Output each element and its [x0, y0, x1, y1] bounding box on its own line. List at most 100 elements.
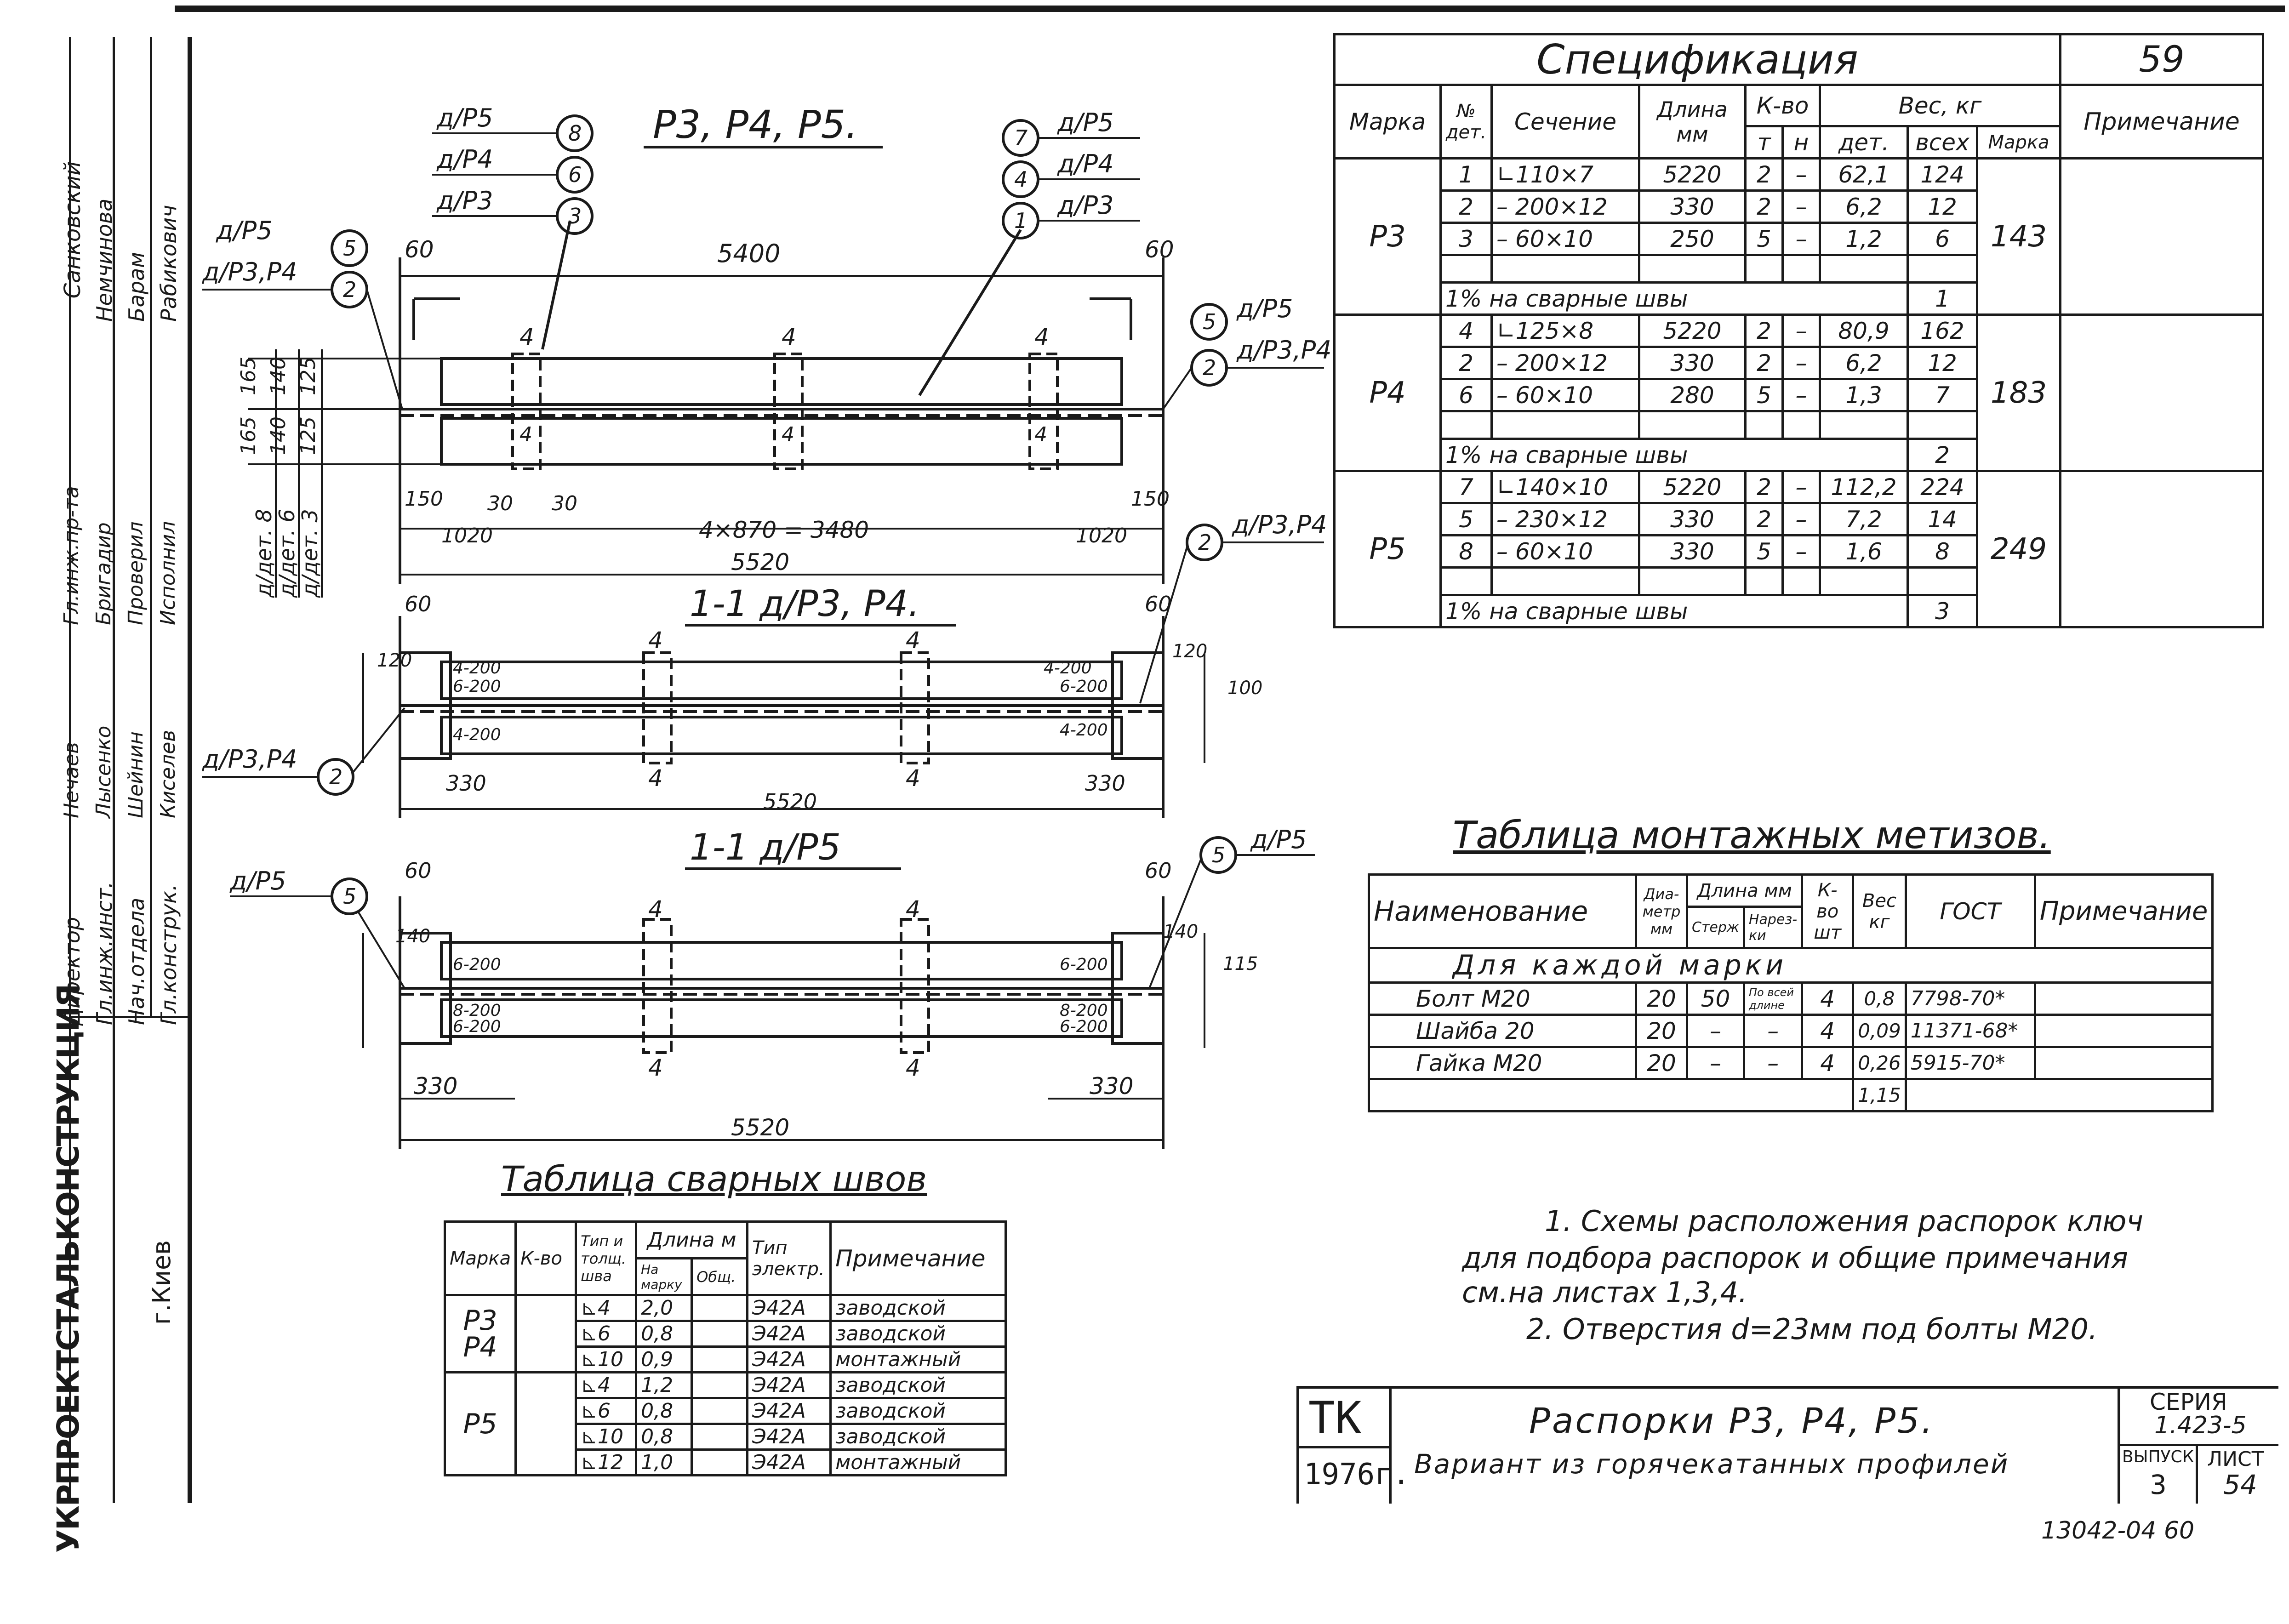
metiz-row-qty: 4	[1801, 1046, 1855, 1080]
welds-cell: ⊾10	[575, 1423, 638, 1451]
weld-6-200-c: 6-200	[453, 955, 501, 974]
metiz-row-w: 0,8	[1852, 981, 1907, 1016]
left-strip	[69, 37, 192, 1503]
spec-block: Спецификация 59 Марка № дет. Сечение Дли…	[1333, 33, 2264, 628]
spec-p3-note	[2059, 157, 2264, 316]
spec-cell: 8	[1907, 534, 1978, 569]
top-border	[175, 6, 2285, 12]
welds-cell: Э42А	[746, 1294, 832, 1322]
welds-cell: Э42А	[746, 1448, 832, 1476]
circle-5-b: 5	[1203, 309, 1216, 334]
welds-cell: заводской	[829, 1371, 1007, 1399]
sheet-title: Распорки Р3, Р4, Р5.	[1529, 1400, 1935, 1441]
spec-cell: 2	[1744, 313, 1784, 348]
dim-125-top: 125	[297, 357, 320, 395]
metiz-row-w: 0,26	[1852, 1046, 1907, 1080]
spec-cell: 6	[1439, 378, 1493, 412]
welds-cell: Э42А	[746, 1320, 832, 1348]
weld-4-200-b: 4-200	[453, 725, 501, 744]
spec-h-t: т	[1744, 125, 1784, 160]
dim-100-s1: 100	[1227, 678, 1262, 699]
spec-cell: 12	[1907, 346, 1978, 380]
spec-cell: –	[1781, 222, 1821, 256]
metiz-row-rod: –	[1686, 1046, 1745, 1080]
spec-h-weight: Вес, кг	[1819, 84, 2061, 127]
spec-cell: – 60×10	[1490, 222, 1640, 256]
callout-p5-right: д/Р5	[1057, 108, 1113, 137]
welds-cell: ⊾6	[575, 1397, 638, 1425]
dim-140-s2r: 140	[1163, 921, 1198, 942]
spec-cell: –	[1781, 378, 1821, 412]
callout-p3-right: д/Р3	[1057, 191, 1113, 220]
spec-cell: 2	[1744, 346, 1784, 380]
spec-cell: 250	[1638, 222, 1747, 256]
metiz-total: 1,15	[1852, 1078, 1907, 1112]
welds-h-note: Примечание	[829, 1220, 1007, 1296]
dim-140-top: 140	[267, 357, 290, 395]
welds-block: Марка К-во Тип и толщ. шва Длина м Тип э…	[443, 1220, 1007, 1476]
spec-h-sech: Сечение	[1490, 84, 1640, 160]
welds-cell: ⊾4	[575, 1371, 638, 1399]
spec-cell: –	[1781, 534, 1821, 569]
spec-cell: – 200×12	[1490, 346, 1640, 380]
spec-h-note: Примечание	[2059, 84, 2264, 160]
welds-h-marka: Марка	[443, 1220, 517, 1296]
dim-1020-right: 1020	[1076, 524, 1127, 547]
welds-h-len: Длина м	[635, 1220, 749, 1259]
spec-cell: –	[1781, 313, 1821, 348]
callout-p5-s2r: д/Р5	[1250, 825, 1307, 854]
metiz-row-rod: –	[1686, 1014, 1745, 1048]
spec-p5-marka: Р5	[1333, 470, 1442, 628]
welds-cell: монтажный	[829, 1345, 1007, 1373]
metiz-row-gost: 11371-68*	[1904, 1014, 2036, 1048]
note-1b: для подбора распорок и общие примечания	[1462, 1241, 2128, 1275]
dim-60-right: 60	[1145, 236, 1174, 263]
issue-label: ВЫПУСК	[2122, 1447, 2194, 1466]
spec-cell: – 60×10	[1490, 534, 1640, 569]
metiz-row-name: Шайба 20	[1368, 1014, 1637, 1048]
circle-8: 8	[568, 121, 582, 146]
spec-p5-note	[2059, 470, 2264, 628]
callout-p5-top: д/Р5	[436, 103, 493, 132]
metiz-block: Наименование Диа-метр мм Длина мм К-во ш…	[1367, 873, 2214, 1112]
weld-4-200-d: 4-200	[1060, 721, 1108, 740]
spec-cell: 1,6	[1819, 534, 1909, 569]
dim-330-s2l: 330	[414, 1073, 457, 1100]
metiz-row-name: Гайка М20	[1368, 1046, 1637, 1080]
drawing: Р3, Р4, Р5. 1-1 д/Р3, Р4. 1-1 д/Р5 5400 …	[202, 102, 1332, 1149]
weld-4-s1a: 4	[648, 627, 663, 654]
note-1a: 1. Схемы расположения распорок ключ	[1545, 1204, 2143, 1238]
spec-p5-weld: 1% на сварные швы	[1439, 594, 1909, 628]
spec-cell: – 200×12	[1490, 189, 1640, 224]
spec-cell: 5	[1744, 534, 1784, 569]
metiz-row-thread: –	[1742, 1046, 1804, 1080]
welds-cell: 1,0	[635, 1448, 693, 1476]
series-value: 1.423-5	[2154, 1412, 2247, 1439]
welds-cell: монтажный	[829, 1448, 1007, 1476]
spec-cell: 8	[1439, 534, 1493, 569]
spec-cell: 2	[1744, 157, 1784, 192]
weld-4-p4: 4	[519, 423, 532, 446]
welds-cell: ⊾6	[575, 1320, 638, 1348]
spec-p3-marka: Р3	[1333, 157, 1442, 316]
circle-3: 3	[568, 204, 582, 228]
spec-cell: 2	[1744, 470, 1784, 504]
spec-h-n: н	[1781, 125, 1821, 160]
circle-1: 1	[1014, 208, 1027, 233]
circle-2-b: 2	[1203, 355, 1216, 380]
spec-cell: – 60×10	[1490, 378, 1640, 412]
spec-cell: 7	[1439, 470, 1493, 504]
spec-p4-total: 183	[1976, 313, 2061, 472]
welds-cell: 0,8	[635, 1320, 693, 1348]
spec-cell: 5220	[1638, 313, 1747, 348]
spec-cell: 162	[1907, 313, 1978, 348]
org-code: ТК	[1308, 1392, 1362, 1444]
metiz-row-dia: 20	[1635, 1046, 1688, 1080]
weld-4-s1c: 4	[648, 765, 663, 792]
weld-4-p5: 4	[782, 423, 794, 446]
dim-60-left: 60	[405, 236, 434, 263]
weld-4-p3: 4	[1034, 324, 1049, 350]
metiz-row-dia: 20	[1635, 981, 1688, 1016]
frame-left-line	[188, 37, 190, 1503]
spec-cell: – 230×12	[1490, 502, 1640, 536]
